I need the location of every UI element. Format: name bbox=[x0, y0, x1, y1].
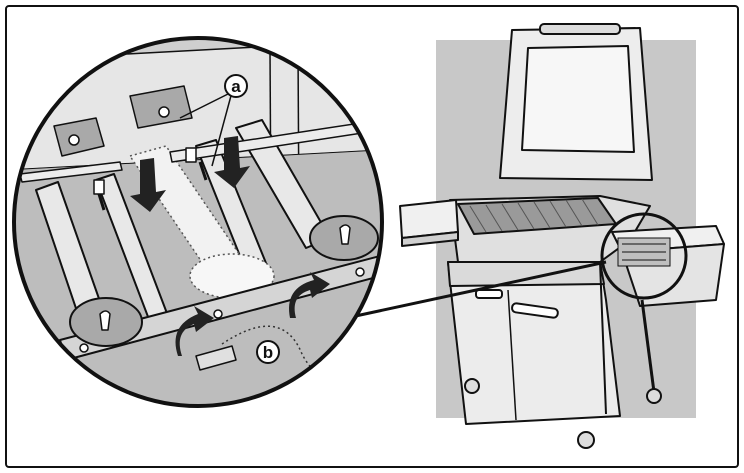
burner-pin-right bbox=[185, 147, 208, 181]
caster-front-left bbox=[464, 378, 480, 394]
grill-lid-inner bbox=[521, 45, 635, 153]
burner-pin-left bbox=[93, 179, 106, 211]
callout-a-badge bbox=[224, 74, 248, 98]
arrow-down-left bbox=[130, 158, 166, 212]
callout-b-badge bbox=[256, 340, 280, 364]
callout-a-leader-2 bbox=[211, 91, 233, 167]
callout-a-label: a bbox=[231, 77, 241, 96]
door-handle-right bbox=[511, 302, 559, 319]
callout-b-label: b bbox=[263, 343, 273, 362]
grill bbox=[399, 23, 725, 449]
grate-bars bbox=[469, 198, 599, 233]
door-handle-left bbox=[475, 289, 503, 299]
detail-target-circle bbox=[600, 212, 688, 300]
rotate-arrow-left bbox=[175, 306, 214, 356]
callout-a-leader-1 bbox=[179, 91, 233, 119]
detail-target-burners bbox=[617, 237, 671, 267]
caster-front-right bbox=[577, 431, 595, 449]
lid-handle bbox=[539, 23, 621, 35]
control-panel bbox=[447, 261, 605, 287]
caster-rear-right bbox=[646, 388, 662, 404]
magnifier-ring bbox=[12, 36, 384, 408]
magnified-detail bbox=[14, 39, 382, 406]
arrow-down-right bbox=[214, 136, 250, 188]
rotate-arrow-right bbox=[289, 272, 330, 318]
gas-valve bbox=[195, 345, 237, 371]
